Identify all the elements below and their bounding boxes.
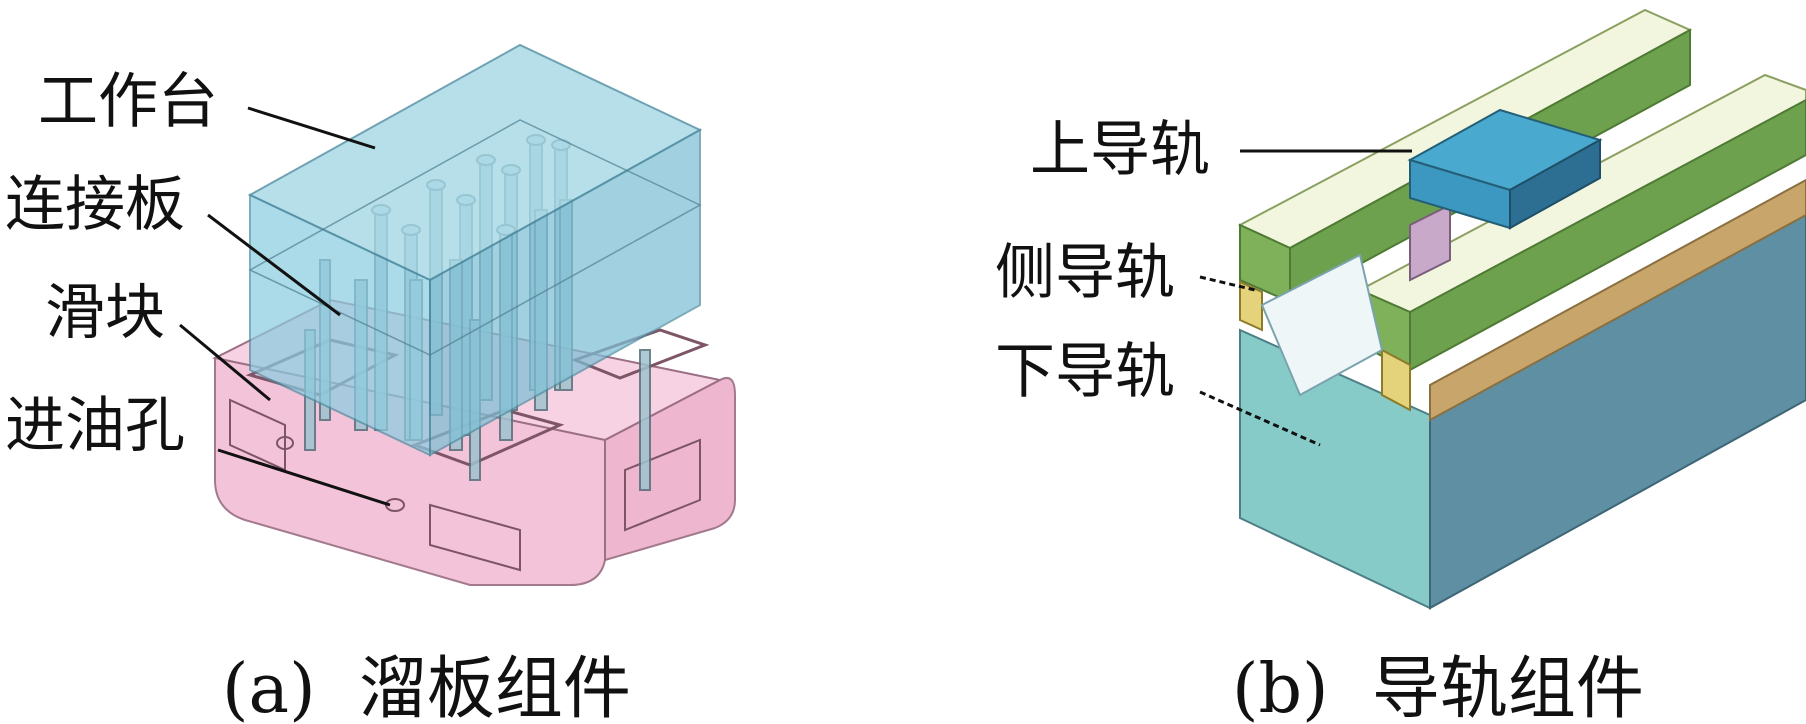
caption-b: (b) 导轨组件 — [1232, 650, 1644, 724]
label-slider: 滑块 — [45, 278, 165, 348]
caption-a: (a) 溜板组件 — [222, 650, 631, 724]
label-worktable: 工作台 — [38, 67, 218, 137]
panel-a-carriage-assembly: 工作台 连接板 滑块 进油孔 (a) 溜板组件 — [5, 43, 736, 724]
panel-a-leader-lines — [179, 106, 391, 507]
worktable-block — [247, 43, 703, 457]
label-connecting-plate: 连接板 — [5, 170, 185, 240]
panel-b-leader-lines — [1199, 149, 1412, 447]
upper-rail-block — [1407, 108, 1603, 230]
label-side-rail: 侧导轨 — [995, 238, 1175, 308]
label-oil-hole: 进油孔 — [5, 391, 185, 461]
label-upper-rail: 上导轨 — [1030, 115, 1210, 185]
lower-rail-base — [1239, 208, 1806, 610]
rail-channel — [1260, 203, 1451, 397]
brown-layer — [1429, 178, 1806, 422]
panel-b-guide-rail-assembly: 上导轨 侧导轨 下导轨 (b) 导轨组件 — [995, 8, 1806, 724]
label-lower-rail: 下导轨 — [995, 337, 1175, 407]
